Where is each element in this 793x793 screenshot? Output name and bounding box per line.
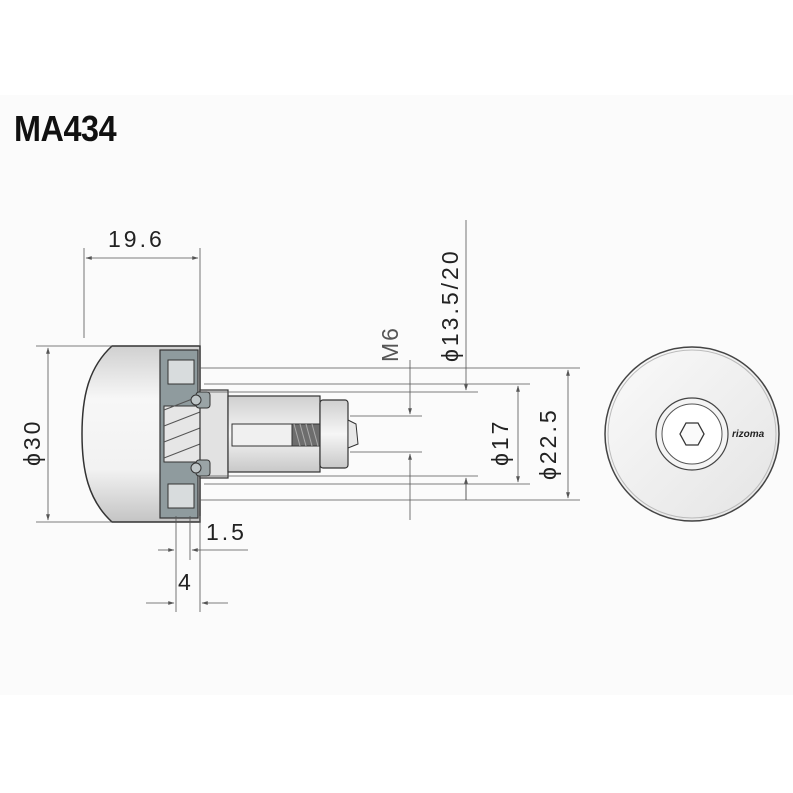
dim-thread-label: M6 — [377, 326, 403, 362]
flange-section — [159, 349, 201, 519]
dim-diameter-body-label: ϕ30 — [19, 419, 45, 466]
dim-step-label: 4 — [178, 569, 194, 595]
dimension-lines — [36, 220, 570, 612]
dim-diameter-inner-label: ϕ17 — [487, 419, 513, 466]
brand-logo: rizoma — [732, 429, 765, 440]
dim-diameter-outer-label: ϕ22.5 — [535, 407, 561, 480]
dim-diameter-insert-label: ϕ13.5/20 — [437, 248, 463, 362]
handlebar-outline — [200, 367, 580, 501]
page-title: MA434 — [14, 108, 117, 149]
hex-socket-icon — [679, 422, 705, 446]
front-view: rizoma — [604, 346, 780, 522]
dim-flange-label: 1.5 — [206, 519, 247, 545]
m6-bolt — [231, 399, 359, 469]
dim-length-label: 19.6 — [108, 226, 165, 252]
